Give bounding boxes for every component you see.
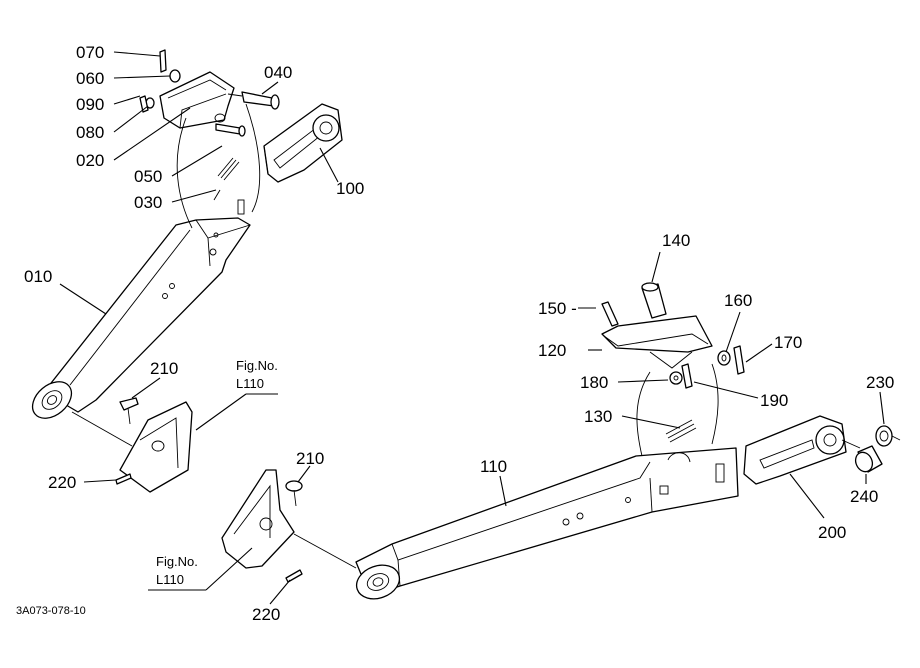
callout-080: 080 (76, 123, 104, 142)
callout-060: 060 (76, 69, 104, 88)
lower-link-left (31, 199, 251, 419)
bracket-center-bottom (221, 469, 295, 569)
lower-link-right (355, 447, 739, 600)
bracket-left-bottom (119, 401, 193, 493)
pin-220-right (285, 569, 303, 583)
callout-070: 070 (76, 43, 104, 62)
fig-ref-2-line1: Fig.No. (156, 554, 198, 569)
callout-170: 170 (774, 333, 802, 352)
pin-050 (215, 123, 246, 137)
callout-010: 010 (24, 267, 52, 286)
callout-040: 040 (264, 63, 292, 82)
bracket-020 (159, 71, 235, 129)
fig-ref-2-line2: L110 (156, 572, 184, 587)
callout-130: 130 (584, 407, 612, 426)
washer-160 (717, 350, 731, 366)
pin-040 (227, 91, 280, 110)
pin-150 (601, 301, 619, 327)
washer-180 (669, 371, 683, 385)
pin-190 (681, 363, 693, 389)
bolt-210-right (285, 480, 303, 507)
callout-200: 200 (818, 523, 846, 542)
callout-220-left: 220 (48, 473, 76, 492)
fig-ref-1-line1: Fig.No. (236, 358, 278, 373)
bolt-210-left (119, 397, 139, 425)
callout-020: 020 (76, 151, 104, 170)
spring-030 (213, 157, 240, 201)
pin-140 (641, 282, 667, 319)
spring-130 (665, 419, 697, 443)
bracket-120 (601, 315, 713, 369)
drawing-code: 3A073-078-10 (16, 605, 86, 617)
callout-180: 180 (580, 373, 608, 392)
callout-220-right: 220 (252, 605, 280, 624)
callout-110: 110 (480, 457, 507, 476)
callout-210-right: 210 (296, 449, 324, 468)
callout-120: 120 (538, 341, 566, 360)
callout-210-left: 210 (150, 359, 178, 378)
pin-170 (733, 345, 745, 375)
callout-240: 240 (850, 487, 878, 506)
callout-090: 090 (76, 95, 104, 114)
fig-ref-1-line2: L110 (236, 376, 264, 391)
callout-230: 230 (866, 373, 894, 392)
pin-220-left (115, 473, 132, 485)
callout-100: 100 (336, 179, 364, 198)
callout-190: 190 (760, 391, 788, 410)
leader-lines (59, 51, 885, 605)
pin-070 (159, 49, 167, 73)
callout-150: 150 - (538, 299, 577, 318)
bearing-230 (875, 425, 901, 447)
callout-030: 030 (134, 193, 162, 212)
link-200 (743, 415, 847, 485)
callout-140: 140 (662, 231, 690, 250)
link-100 (263, 103, 343, 183)
callout-050: 050 (134, 167, 162, 186)
washer-060 (169, 69, 181, 83)
bushing-240 (854, 445, 883, 473)
callout-160: 160 (724, 291, 752, 310)
